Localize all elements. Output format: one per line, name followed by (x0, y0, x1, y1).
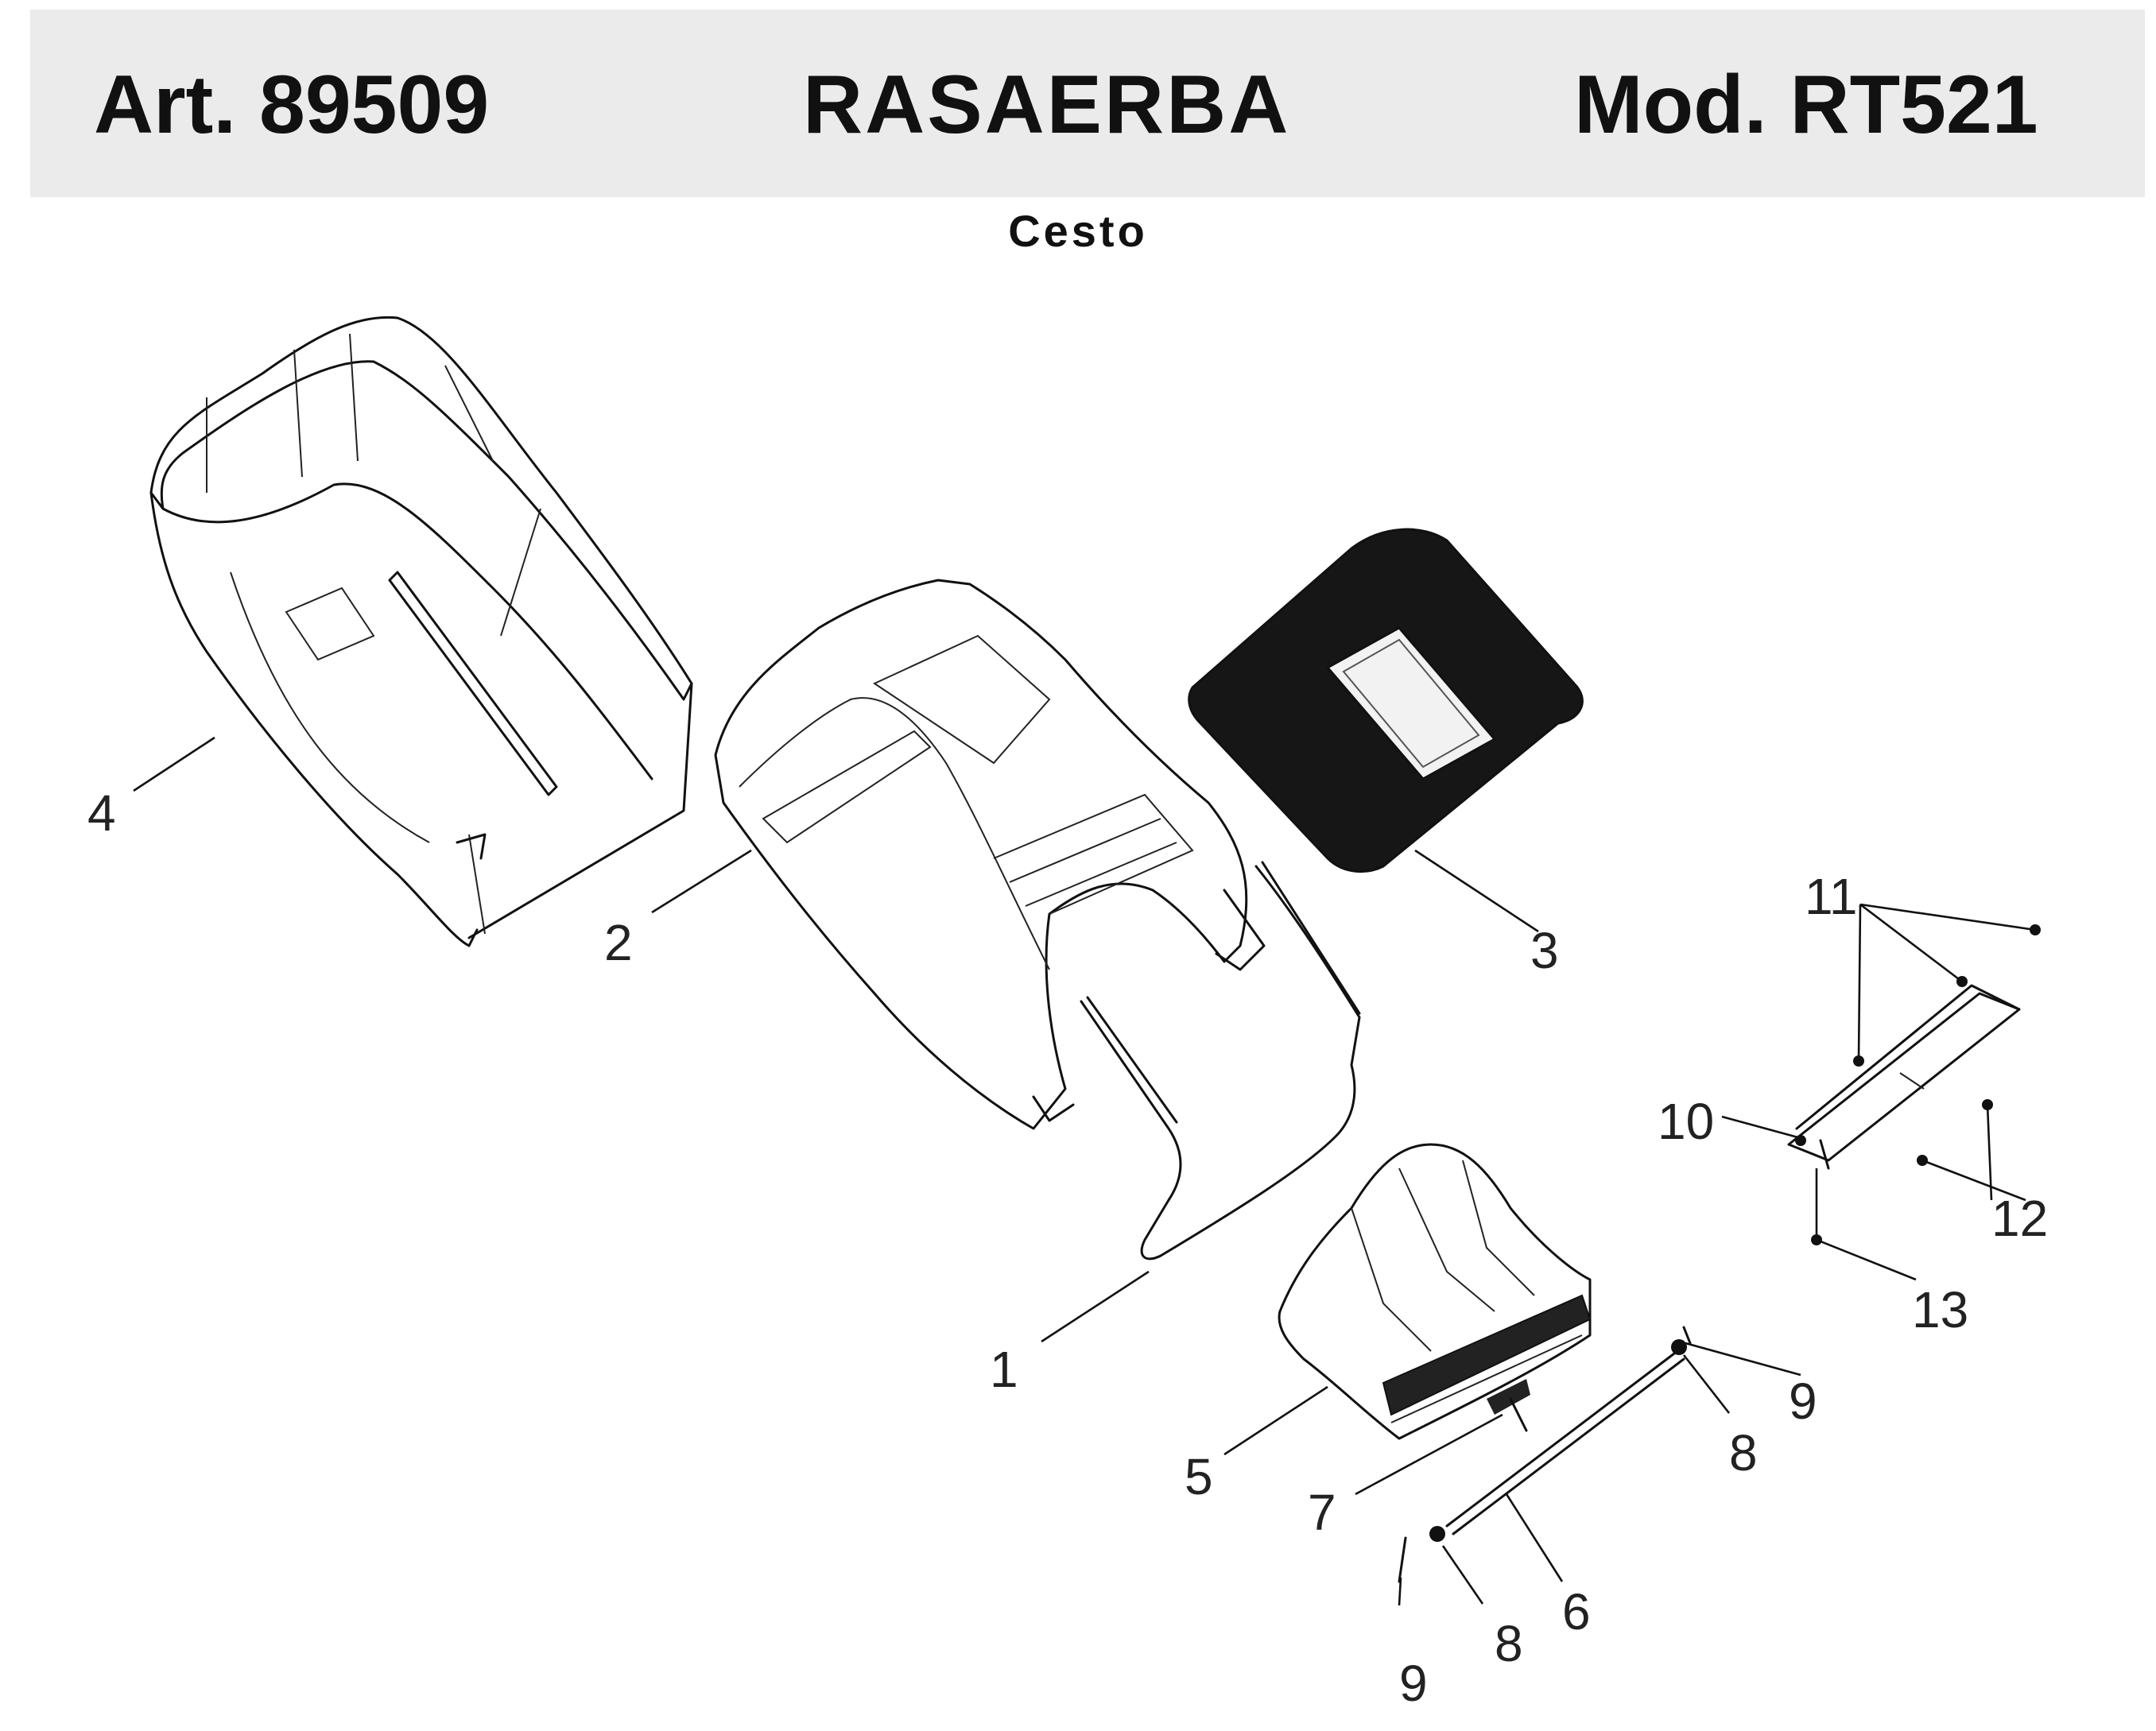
callout-3: 3 (1530, 922, 1559, 979)
callout-labels: 1 2 3 4 5 6 7 8 8 9 9 10 11 12 13 (87, 784, 2048, 1712)
callout-7: 7 (1308, 1484, 1336, 1541)
model-number: Mod. RT521 (1574, 59, 2038, 151)
section-subtitle: Cesto (1008, 206, 1148, 256)
callout-13: 13 (1912, 1281, 1968, 1338)
article-number: Art. 89509 (94, 59, 490, 151)
callout-8a: 8 (1729, 1424, 1758, 1481)
callout-9b: 9 (1399, 1655, 1428, 1712)
document-title: RASAERBA (803, 59, 1291, 151)
part-3-lid (1188, 528, 1584, 873)
callout-9a: 9 (1789, 1373, 1817, 1430)
callout-6: 6 (1562, 1583, 1591, 1640)
part-5-deflector (1278, 1143, 1592, 1440)
callout-2: 2 (604, 914, 633, 971)
part-hinge-bracket (1787, 924, 2041, 1245)
part-1-frame (1080, 861, 1361, 1260)
callout-12: 12 (1991, 1190, 2048, 1247)
part-6-rod (1398, 1326, 1692, 1583)
part-2-bag-cover (714, 579, 1266, 1130)
callout-10: 10 (1658, 1093, 1714, 1150)
callout-1: 1 (990, 1341, 1018, 1398)
part-4-bag-tray (149, 316, 693, 947)
callout-4: 4 (87, 784, 116, 842)
callout-5: 5 (1185, 1448, 1213, 1505)
part-7-pin (1487, 1379, 1530, 1432)
header-band (30, 10, 2145, 197)
callout-8b: 8 (1495, 1615, 1523, 1672)
leader-lines (133, 736, 2036, 1606)
callout-11: 11 (1805, 868, 1857, 925)
